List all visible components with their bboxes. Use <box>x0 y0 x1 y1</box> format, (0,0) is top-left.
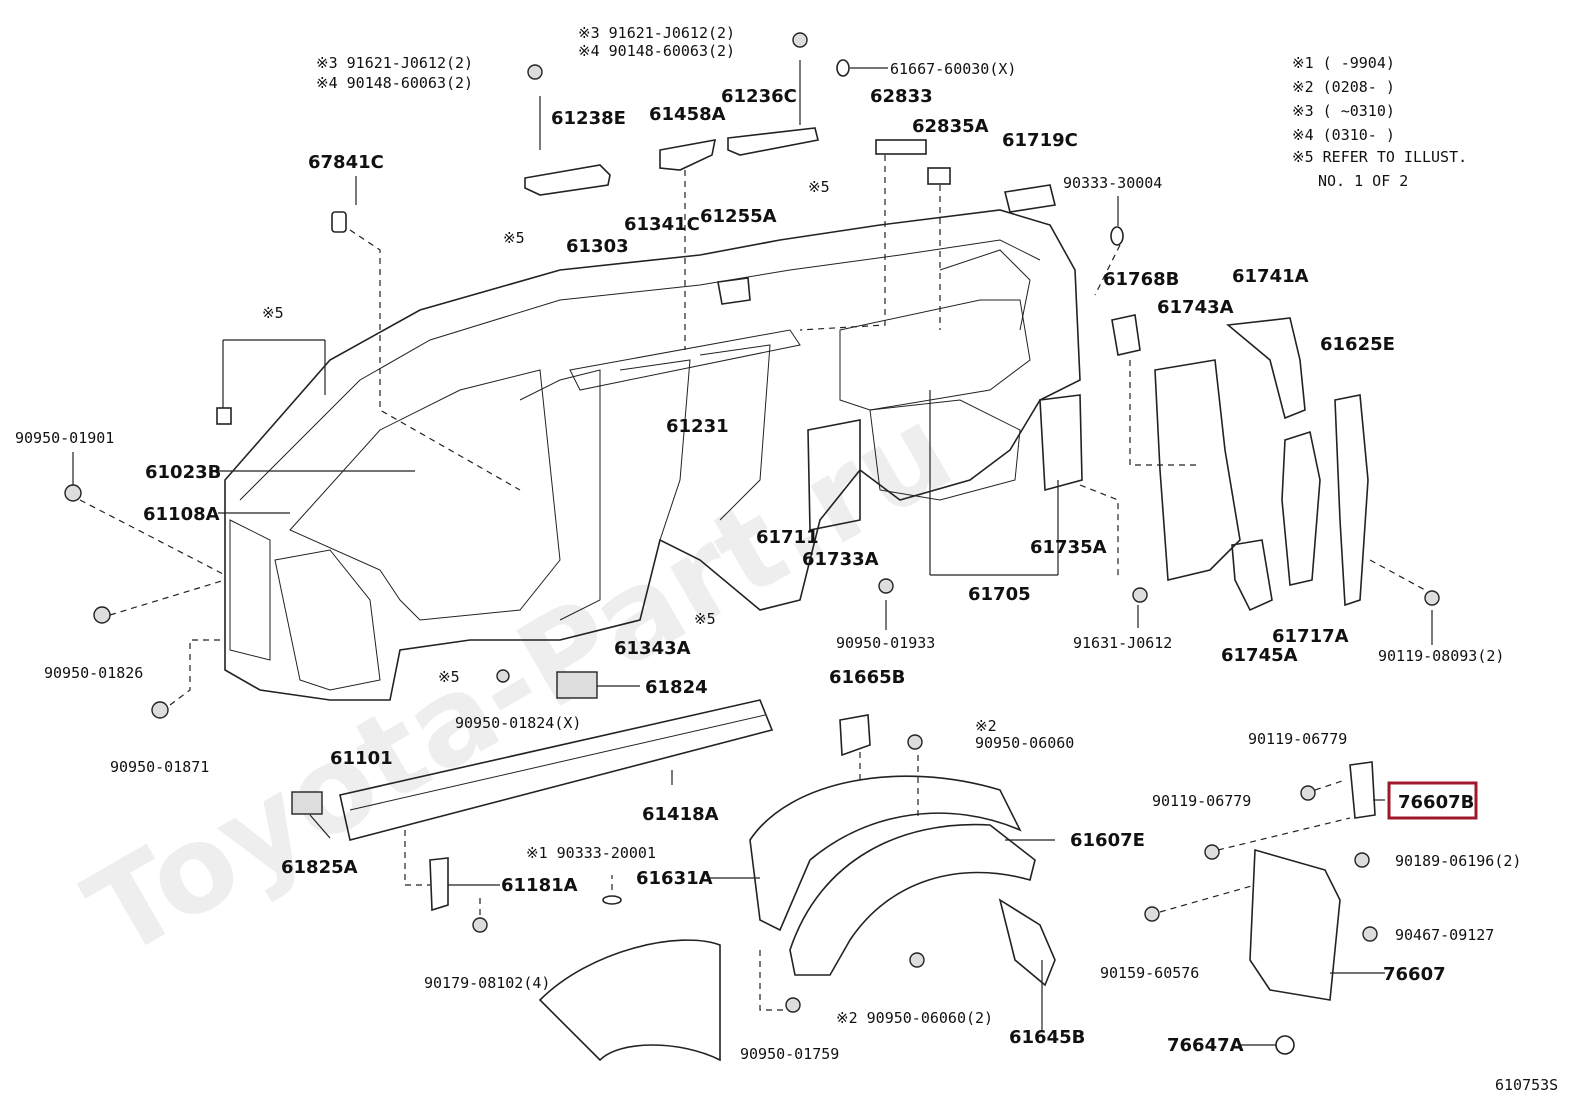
label-61705: 61705 <box>968 584 1031 605</box>
label-90159-60576: 90159-60576 <box>1100 964 1199 982</box>
ref5-d: ※5 <box>694 610 716 628</box>
label-90179-08102: 90179-08102(4) <box>424 974 550 992</box>
note-4: ※4 (0310- ) <box>1292 126 1395 144</box>
label-90950-06060: 90950-06060 <box>975 734 1074 752</box>
note-1: ※1 ( -9904) <box>1292 54 1395 72</box>
label-90333-20001: ※1 90333-20001 <box>526 844 656 862</box>
ref5-a: ※5 <box>262 304 284 322</box>
label-mark2: ※2 <box>975 717 997 735</box>
ref5-c: ※5 <box>808 178 830 196</box>
ref5-b: ※5 <box>503 229 525 247</box>
label-61741A: 61741A <box>1232 266 1309 287</box>
part-labels: ※3 91621-J0612(2) ※4 90148-60063(2) ※3 9… <box>15 24 1521 1063</box>
label-61665B: 61665B <box>829 667 905 688</box>
label-62835A: 62835A <box>912 116 989 137</box>
label-61238E: 61238E <box>551 108 626 129</box>
body-side-panel-drawing <box>224 209 1081 701</box>
label-61303: 61303 <box>566 236 629 257</box>
label-90950-01933: 90950-01933 <box>836 634 935 652</box>
label-90333-30004: 90333-30004 <box>1063 174 1162 192</box>
label-bolt-mid-l1: ※3 91621-J0612(2) <box>578 24 735 42</box>
notes-block: ※1 ( -9904) ※2 (0208- ) ※3 ( ~0310) ※4 (… <box>1292 54 1467 190</box>
label-90950-06060-b: ※2 90950-06060(2) <box>836 1009 993 1027</box>
label-61645B: 61645B <box>1009 1027 1085 1048</box>
note-2: ※2 (0208- ) <box>1292 78 1395 96</box>
label-61255A: 61255A <box>700 206 777 227</box>
label-61733A: 61733A <box>802 549 879 570</box>
ref5-e: ※5 <box>438 668 460 686</box>
label-61181A: 61181A <box>501 875 578 896</box>
label-62833: 62833 <box>870 86 933 107</box>
label-61768B: 61768B <box>1103 269 1179 290</box>
label-61418A: 61418A <box>642 804 719 825</box>
label-90119-06779-a: 90119-06779 <box>1248 730 1347 748</box>
label-61743A: 61743A <box>1157 297 1234 318</box>
note-3: ※3 ( ~0310) <box>1292 102 1395 120</box>
label-61236C: 61236C <box>721 86 797 107</box>
label-bolt-left-l1: ※3 91621-J0612(2) <box>316 54 473 72</box>
label-61108A: 61108A <box>143 504 220 525</box>
label-90950-01759: 90950-01759 <box>740 1045 839 1063</box>
label-90119-08093: 90119-08093(2) <box>1378 647 1504 665</box>
leader-lines <box>72 60 1433 1046</box>
label-76607: 76607 <box>1383 964 1446 985</box>
label-90189-06196: 90189-06196(2) <box>1395 852 1521 870</box>
label-90950-01826: 90950-01826 <box>44 664 143 682</box>
right-panels-drawing <box>807 314 1369 612</box>
upper-brackets-drawing <box>216 59 1124 425</box>
label-61667: 61667-60030(X) <box>890 60 1016 78</box>
dashed-reference-lines <box>79 155 1426 1011</box>
label-61735A: 61735A <box>1030 537 1107 558</box>
label-61711: 61711 <box>756 527 819 548</box>
fasteners-drawing <box>64 32 1440 1013</box>
label-61231: 61231 <box>666 416 729 437</box>
label-61607E: 61607E <box>1070 830 1145 851</box>
label-91631-J0612: 91631-J0612 <box>1073 634 1172 652</box>
label-90950-01871: 90950-01871 <box>110 758 209 776</box>
label-61631A: 61631A <box>636 868 713 889</box>
note-5: ※5 REFER TO ILLUST. <box>1292 148 1467 166</box>
label-90119-06779-b: 90119-06779 <box>1152 792 1251 810</box>
label-61745A: 61745A <box>1221 645 1298 666</box>
label-61625E: 61625E <box>1320 334 1395 355</box>
label-76647A: 76647A <box>1167 1035 1244 1056</box>
label-67841C: 67841C <box>308 152 384 173</box>
label-61343A: 61343A <box>614 638 691 659</box>
label-bolt-left-l2: ※4 90148-60063(2) <box>316 74 473 92</box>
label-90950-01901: 90950-01901 <box>15 429 114 447</box>
label-90467-09127: 90467-09127 <box>1395 926 1494 944</box>
highlight-box-76607B <box>1387 781 1478 820</box>
diagram-code: 610753S <box>1495 1076 1558 1094</box>
label-61341C: 61341C <box>624 214 700 235</box>
label-61023B: 61023B <box>145 462 221 483</box>
label-90950-01824: 90950-01824(X) <box>455 714 581 732</box>
label-61719C: 61719C <box>1002 130 1078 151</box>
label-61717A: 61717A <box>1272 626 1349 647</box>
label-61101: 61101 <box>330 748 393 769</box>
label-61824: 61824 <box>645 677 708 698</box>
label-76607B: 76607B <box>1398 792 1474 813</box>
label-61825A: 61825A <box>281 857 358 878</box>
label-bolt-mid-l2: ※4 90148-60063(2) <box>578 42 735 60</box>
note-6: NO. 1 OF 2 <box>1318 172 1408 190</box>
lower-parts-drawing <box>291 671 1376 1062</box>
label-61458A: 61458A <box>649 104 726 125</box>
